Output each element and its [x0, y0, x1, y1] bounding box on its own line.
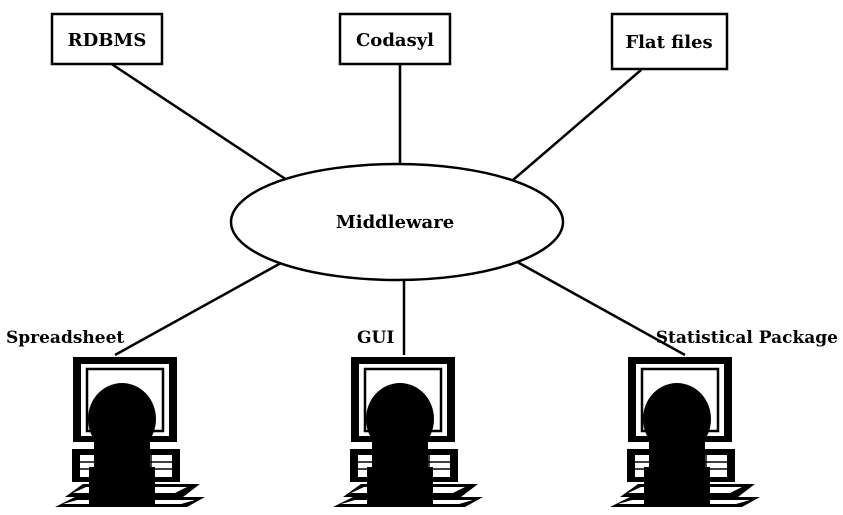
- connector-rdbms: [109, 61, 288, 182]
- source-rdbms: RDBMS: [50, 12, 164, 66]
- hub-label: Middleware: [336, 212, 454, 233]
- workstation-gui-icon: [331, 355, 485, 509]
- source-label: RDBMS: [68, 30, 147, 51]
- connector-flat-files: [512, 69, 642, 181]
- client-label-spreadsheet: Spreadsheet: [6, 328, 124, 348]
- source-box: [338, 12, 452, 66]
- connector-spreadsheet: [114, 256, 291, 357]
- hub-ellipse: [229, 162, 565, 282]
- source-label: Flat files: [625, 32, 712, 53]
- source-flat-files: Flat files: [610, 12, 729, 71]
- workstation-statistical-package-icon: [608, 355, 762, 509]
- client-label-statistical-package: Statistical Package: [656, 328, 838, 348]
- connector-statistical-package: [509, 256, 686, 357]
- source-box: [610, 12, 729, 71]
- client-label-gui: GUI: [357, 328, 394, 348]
- source-label: Codasyl: [356, 30, 434, 51]
- source-codasyl: Codasyl: [338, 12, 452, 66]
- source-box: [50, 12, 164, 66]
- middleware-hub: Middleware: [229, 162, 565, 282]
- workstation-spreadsheet-icon: [53, 355, 207, 509]
